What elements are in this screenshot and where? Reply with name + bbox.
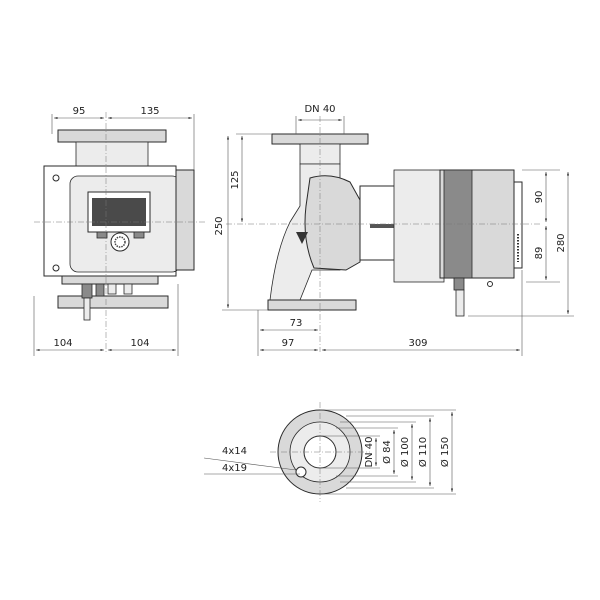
dim-side-offset: 73 — [290, 318, 303, 329]
front-button-right — [133, 231, 145, 239]
side-plug-icon — [487, 281, 493, 287]
screw-icon — [52, 264, 60, 272]
front-button-left — [96, 231, 108, 239]
dim-flange-bolt-a: 4x14 — [222, 446, 247, 457]
dim-flange-d100: Ø 100 — [399, 437, 411, 467]
dim-side-motor-lower: 89 — [534, 247, 545, 260]
front-display-screen — [92, 198, 146, 226]
dim-flange-bolt-b: 4x19 — [222, 463, 247, 474]
side-motor-cap — [513, 181, 523, 269]
control-knob-icon — [110, 232, 130, 252]
bolt-hole-icon — [295, 466, 307, 478]
dim-side-flange-dn: DN 40 — [304, 104, 335, 115]
flange-view: DN 40 Ø 84 Ø 100 Ø 110 Ø 150 4x14 4x19 — [203, 402, 456, 502]
knob-grip-icon — [114, 236, 126, 248]
side-motor-stator — [393, 169, 445, 283]
leader-bolt-a — [203, 457, 297, 471]
dim-side-motor-upper: 90 — [534, 191, 545, 204]
dim-front-bottom-left: 104 — [53, 338, 72, 349]
side-view: DN 40 125 250 73 97 309 90 89 280 — [214, 104, 574, 356]
dim-front-top-left: 95 — [73, 106, 86, 117]
front-pump-neck — [75, 141, 149, 167]
front-side-housing — [175, 169, 195, 271]
dim-flange-d150: Ø 150 — [439, 437, 451, 467]
dim-side-bottom-left: 97 — [282, 338, 295, 349]
cable-gland-left — [81, 283, 93, 299]
dim-front-bottom-right: 104 — [130, 338, 149, 349]
side-cable-stem — [455, 289, 465, 317]
dim-side-total-height: 280 — [556, 233, 567, 252]
dim-front-height: 250 — [214, 216, 225, 235]
dim-side-top-height: 125 — [230, 170, 241, 189]
cable-gland-right — [95, 283, 105, 297]
side-cable-gland — [453, 277, 465, 291]
front-bottom-base — [61, 275, 159, 285]
dim-flange-dn: DN 40 — [364, 436, 375, 467]
side-pump-volute — [304, 175, 361, 271]
side-bottom-flange — [267, 299, 357, 311]
dim-side-length: 309 — [408, 338, 427, 349]
dim-flange-d110: Ø 110 — [417, 437, 429, 467]
connector — [107, 283, 117, 295]
warning-triangle-icon — [296, 232, 308, 244]
connector — [123, 283, 133, 295]
dim-flange-d84: Ø 84 — [381, 440, 393, 464]
screw-icon — [52, 174, 60, 182]
front-bottom-flange — [57, 295, 169, 309]
cable-gland-stem — [83, 297, 91, 321]
dim-front-top-right: 135 — [140, 106, 159, 117]
front-top-flange — [57, 129, 167, 143]
front-view: 95 135 104 104 — [33, 106, 206, 356]
